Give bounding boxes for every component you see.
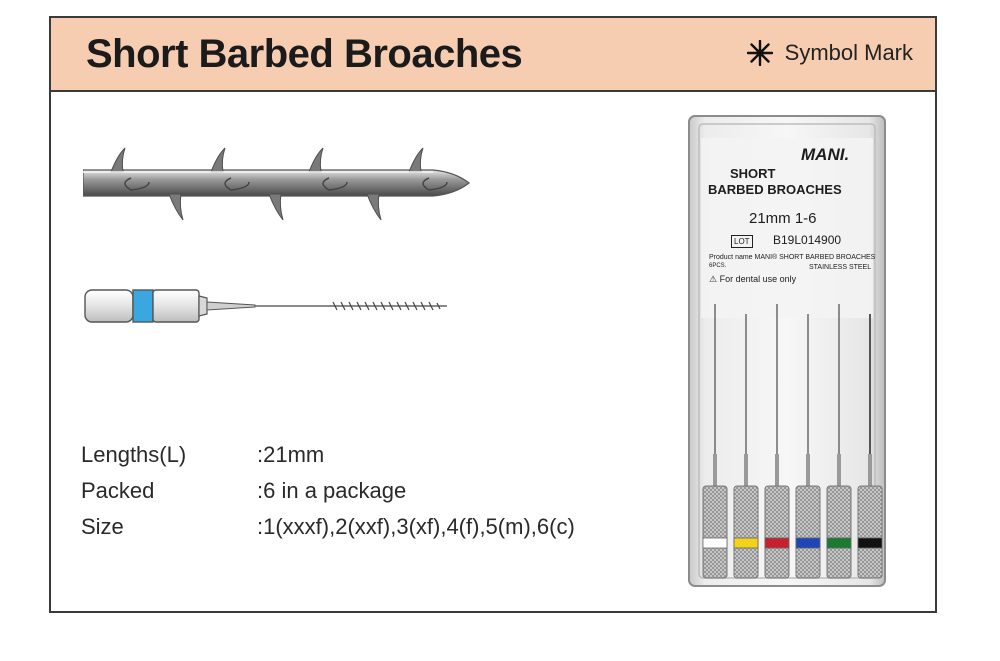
package-warning: ⚠ For dental use only: [709, 274, 797, 284]
broach-file-illustration: [84, 289, 447, 323]
spec-label: Lengths(L): [81, 442, 187, 467]
spec-value: :6 in a package: [257, 478, 407, 503]
symbol-mark-label: Symbol Mark: [784, 40, 913, 65]
package-pieces: 6PCS.: [709, 263, 727, 269]
package-size: 21mm 1-6: [749, 210, 817, 227]
package-file-1: [702, 304, 728, 579]
package-product-name: Product name MANI® SHORT BARBED BROACHES: [709, 254, 876, 261]
product-package-photo: MANI. SHORT BARBED BROACHES 21mm 1-6 LOT…: [687, 114, 887, 588]
star-burst-icon: [746, 40, 773, 66]
package-line-2: BARBED BROACHES: [708, 182, 842, 197]
header-bar: Short Barbed Broaches Symbol Mark: [51, 18, 935, 92]
package-file-2: [733, 314, 759, 579]
spec-value: :21mm: [257, 442, 325, 467]
package-case-graphic: [688, 115, 886, 587]
size-color-band: [826, 537, 852, 549]
package-material: STAINLESS STEEL: [809, 264, 872, 271]
size-color-band: [795, 537, 821, 549]
package-line-1: SHORT: [730, 166, 776, 181]
package-file-6: [857, 314, 883, 579]
symbol-mark: Symbol Mark: [746, 40, 913, 66]
spec-value: :1(xxxf),2(xxf),3(xf),4(f),5(m),6(c): [257, 514, 575, 539]
size-color-band: [764, 537, 790, 549]
package-lot-label: LOT: [731, 235, 753, 248]
package-file-5: [826, 304, 852, 579]
spec-label: Size: [81, 514, 124, 539]
package-brand: MANI.: [801, 145, 850, 164]
size-color-band: [702, 537, 728, 549]
page-title: Short Barbed Broaches: [86, 32, 523, 76]
package-lot-number: B19L014900: [773, 233, 842, 247]
spec-label: Packed: [81, 478, 155, 503]
package-warning-text: For dental use only: [719, 274, 797, 284]
size-color-band: [733, 537, 759, 549]
package-file-3: [764, 304, 790, 579]
package-files-graphic: [702, 304, 883, 579]
product-sheet: Short Barbed Broaches Symbol Mark: [49, 16, 937, 613]
barb-closeup-illustration: [83, 147, 470, 221]
size-color-band: [857, 537, 883, 549]
package-file-4: [795, 314, 821, 579]
